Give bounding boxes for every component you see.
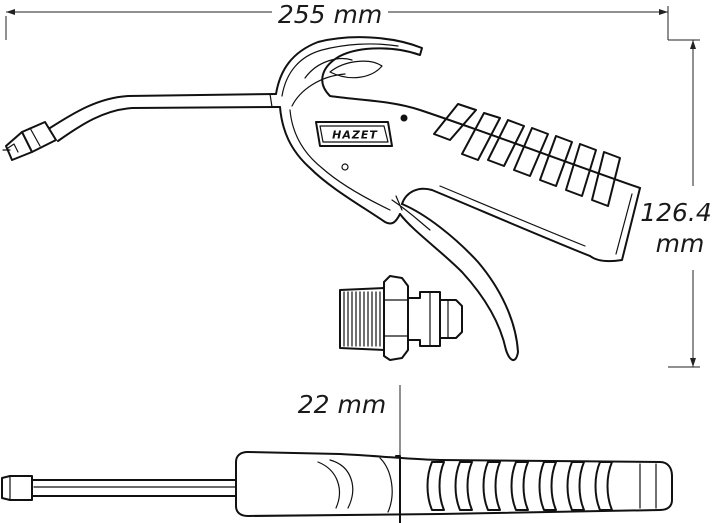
length-label: 255 mm [278, 0, 382, 29]
screw-dot-top [400, 114, 408, 122]
nozzle-tube [2, 93, 281, 161]
screw-dot-bottom [341, 163, 349, 171]
height-unit-label: mm [656, 229, 705, 258]
handle-grip-ribs [433, 103, 621, 207]
length-arrow-left [6, 9, 15, 15]
brand-logo-text: HAZET [332, 129, 378, 142]
gun-body: HAZET [275, 36, 641, 263]
height-value-label: 126.4 [640, 198, 712, 227]
width-dimension: 22 mm [298, 385, 401, 523]
trigger-lever [391, 195, 519, 361]
blow-gun-top-view [1, 451, 673, 523]
width-label: 22 mm [298, 390, 386, 419]
connector-nipple [339, 275, 463, 361]
height-arrow-bottom [690, 358, 696, 367]
length-arrow-right [659, 9, 668, 15]
height-dimension: 126.4 mm [640, 39, 712, 368]
brand-logo: HAZET [315, 121, 393, 147]
length-dimension: 255 mm [5, 0, 669, 40]
height-arrow-top [690, 40, 696, 49]
blow-gun-side-view: HAZET [2, 36, 641, 361]
